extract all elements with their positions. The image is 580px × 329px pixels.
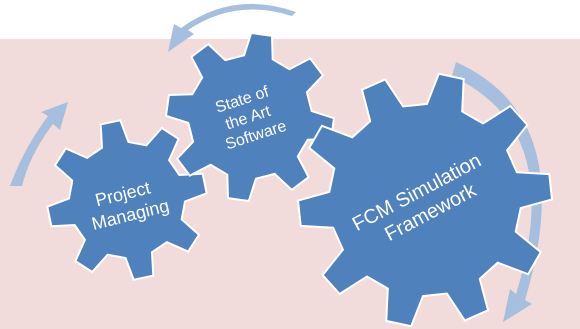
- state-of-the-art-software-gear: [164, 31, 336, 203]
- fcm-simulation-framework-gear: [296, 72, 554, 328]
- project-managing-gear: [46, 119, 208, 281]
- curved-arrow-left-icon: [10, 102, 68, 186]
- curved-arrow-top-icon: [168, 3, 296, 52]
